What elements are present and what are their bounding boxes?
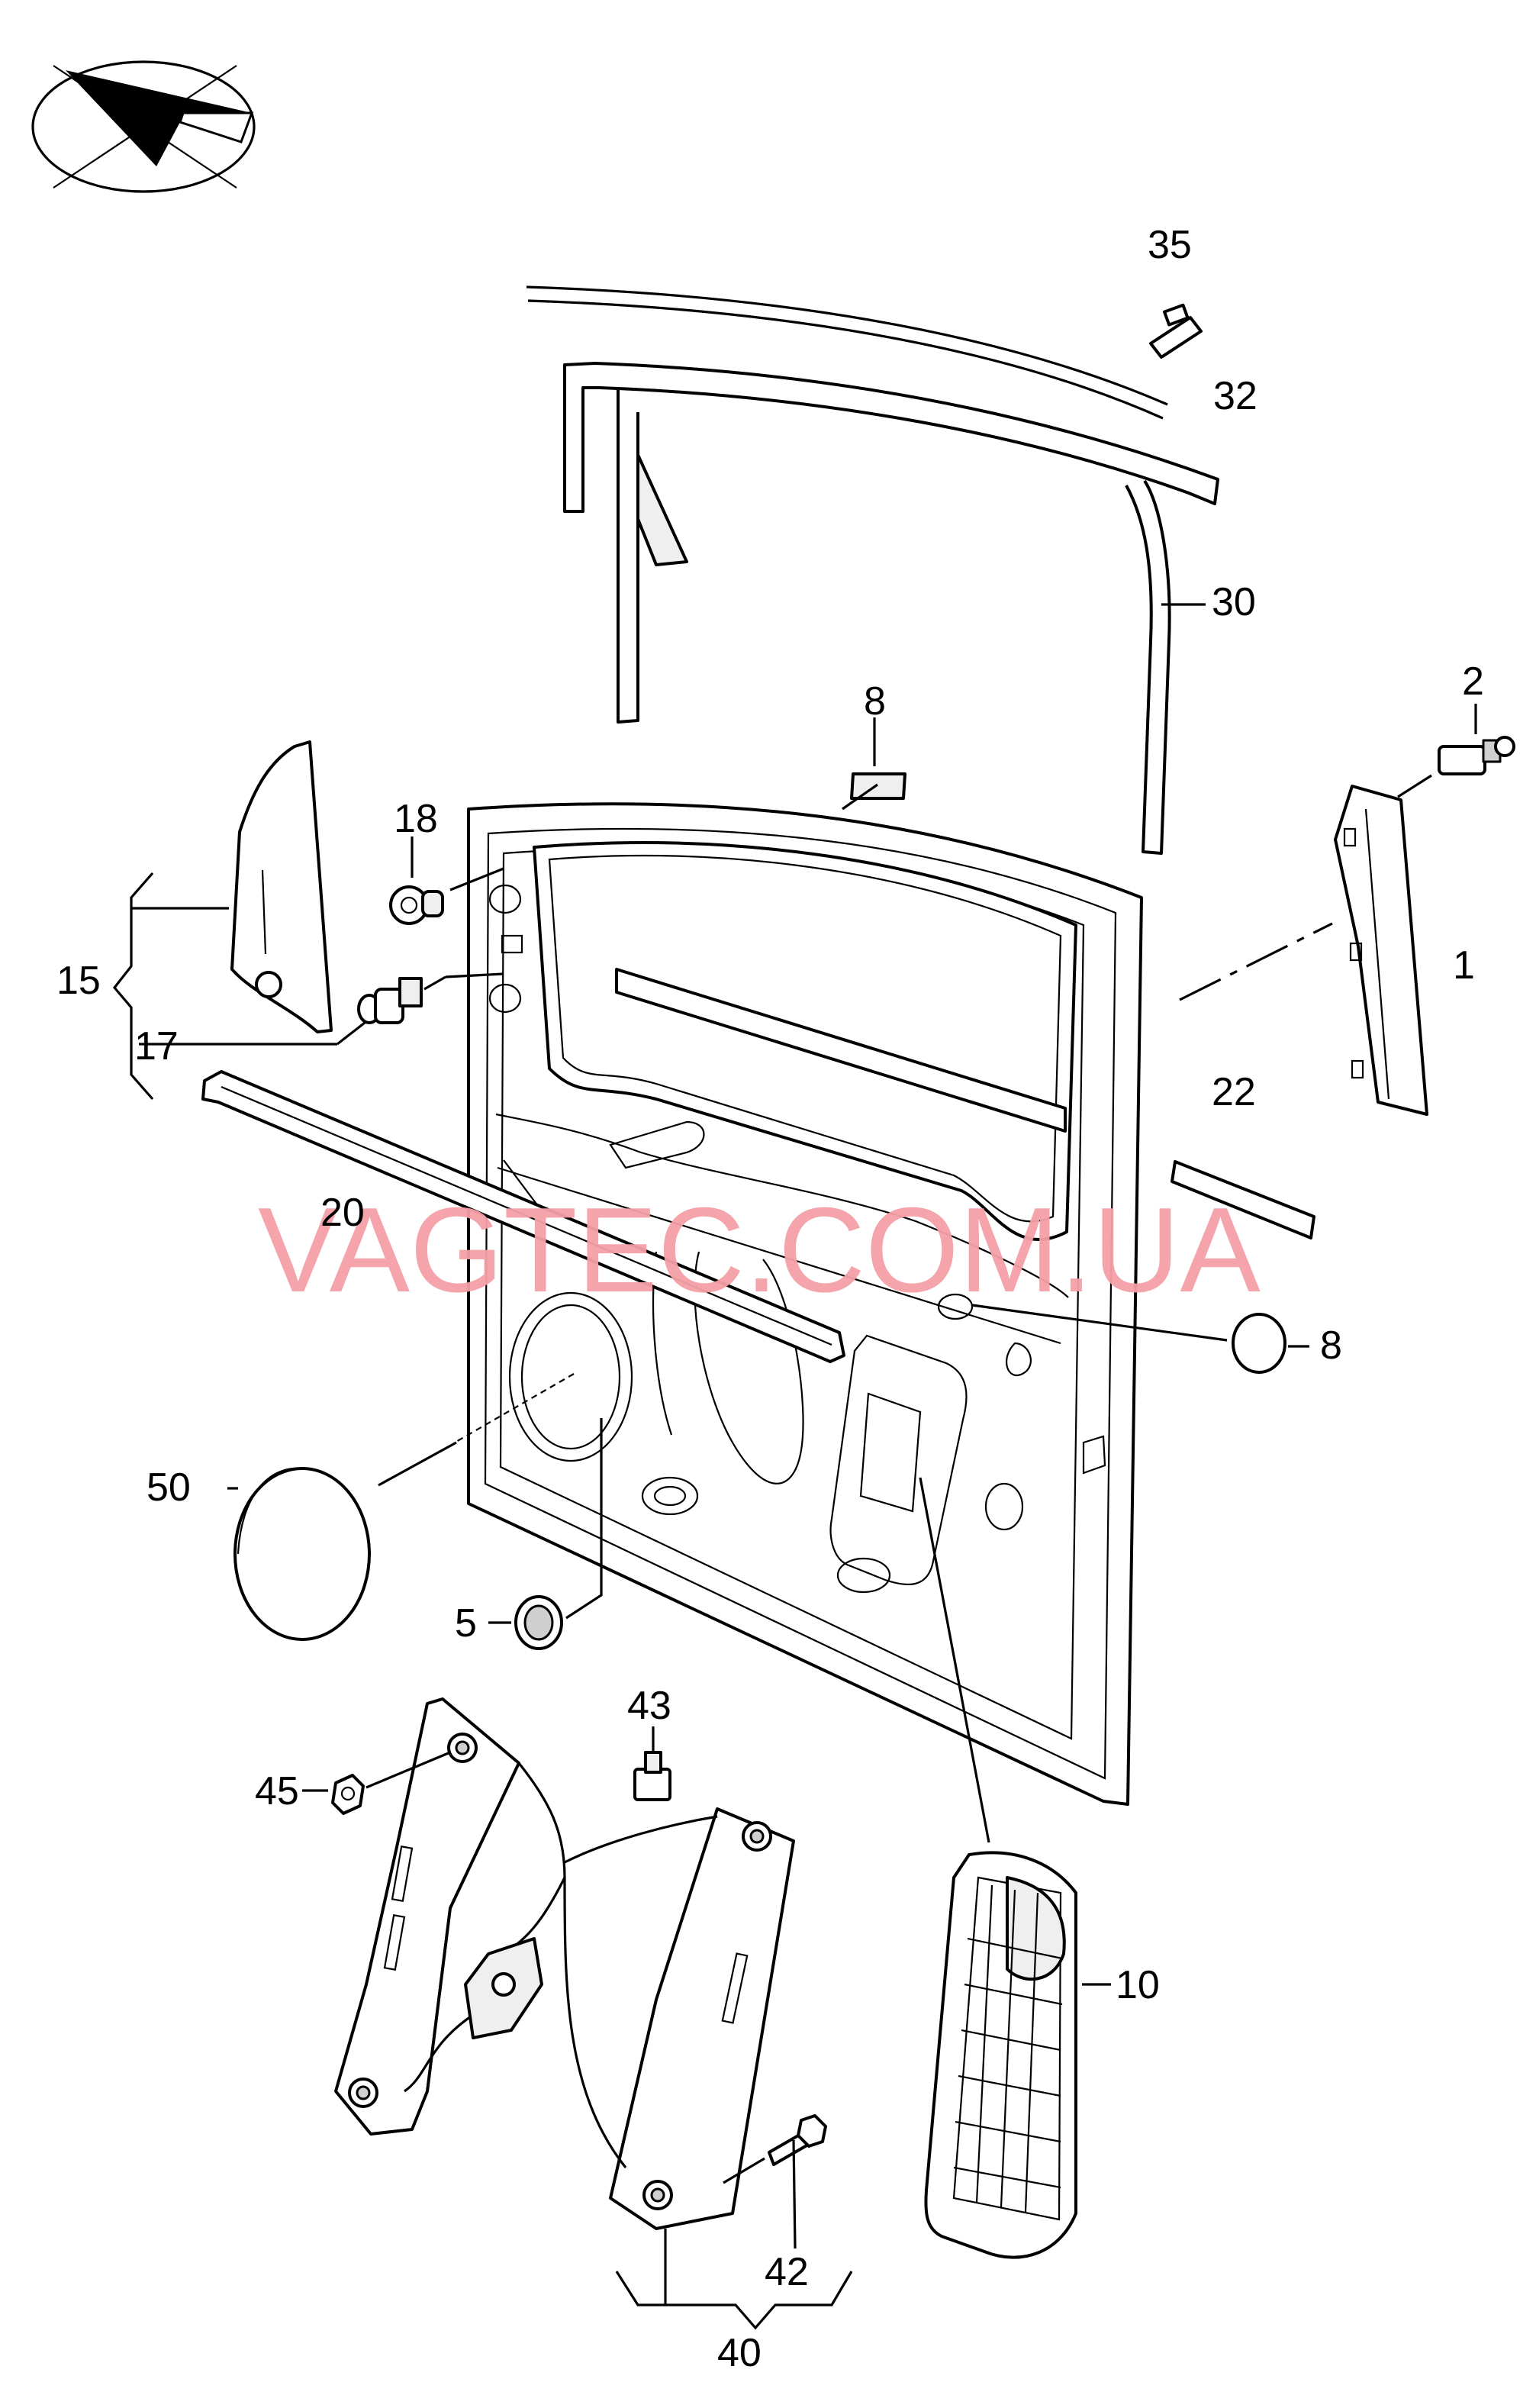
bolt-42 [723,2114,827,2249]
window-channel-seal [563,362,1219,855]
callout-50: 50 [147,1465,191,1510]
callout-15: 15 [56,959,101,1003]
callout-8-sticker: 8 [864,679,886,724]
corner-trim-15 [230,740,333,1033]
callout-18: 18 [394,797,438,841]
callout-labels: 35 32 30 8 2 18 15 17 1 22 20 8 50 5 43 … [56,223,1484,2375]
bracket-40 [615,2229,853,2330]
clip-43 [633,1726,671,1801]
callout-10: 10 [1116,1963,1160,2007]
callout-30: 30 [1212,580,1256,624]
callout-35: 35 [1148,223,1192,267]
callout-40: 40 [717,2331,762,2375]
callout-8-plug: 8 [1320,1323,1342,1368]
strip-22 [1171,1160,1315,1239]
plug-8 [971,1304,1309,1374]
callout-42: 42 [765,2250,809,2294]
clip-35 [1149,303,1203,359]
callout-43: 43 [627,1684,671,1728]
callout-22: 22 [1212,1070,1256,1114]
sealing-strip-20 [201,1070,845,1363]
door-shell [467,802,1143,1806]
clip-2 [1397,704,1515,798]
window-regulator-40 [334,1697,795,2230]
cover-10 [919,1477,1111,2259]
callout-1: 1 [1453,943,1475,988]
bracket-15 [112,872,365,1101]
callout-32: 32 [1213,374,1257,418]
nut-45 [302,1751,451,1815]
orientation-arrow-icon [31,60,256,193]
callout-20: 20 [320,1191,365,1235]
clip-17 [357,972,504,1024]
window-guide-rail [526,285,1168,420]
grommet-5 [488,1418,603,1650]
callout-45: 45 [255,1769,299,1813]
sticker-8 [842,717,906,811]
watermark: VAGTEC.COM.UA [258,1183,1261,1317]
trim-1 [1179,785,1428,1116]
clip-18 [389,837,504,925]
callout-2: 2 [1462,659,1484,704]
callout-5: 5 [455,1601,477,1646]
callout-17: 17 [134,1024,179,1069]
cover-50 [227,1373,575,1641]
